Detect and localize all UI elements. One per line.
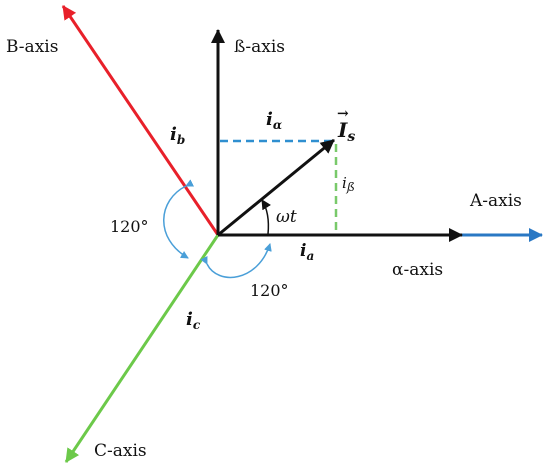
angle-lower-label: 120°	[250, 281, 289, 300]
i-alpha-label: iα	[266, 109, 282, 132]
space-vector-accent: →	[337, 106, 349, 122]
c-axis-label: C-axis	[94, 441, 147, 461]
i-a-label: ia	[300, 241, 314, 263]
beta-axis-label: ß-axis	[234, 37, 285, 57]
i-beta-label: iß	[342, 174, 355, 194]
i-c-label: ic	[186, 309, 201, 332]
alpha-axis-label: α-axis	[392, 260, 443, 280]
lower-120-arc-icon	[200, 243, 272, 279]
a-axis-label: A-axis	[469, 191, 522, 211]
b-axis-line	[61, 5, 220, 236]
b-axis-label: B-axis	[6, 37, 58, 57]
upper-120-arc-icon	[163, 179, 195, 259]
i-b-label: ib	[170, 124, 185, 147]
angle-upper-label: 120°	[110, 217, 149, 236]
space-vector-arrow	[217, 138, 335, 237]
c-axis-line	[64, 234, 220, 463]
omega-t-label: ωt	[276, 207, 297, 227]
space-vector-label: Is	[337, 118, 355, 145]
omega-t-arc	[261, 199, 271, 235]
